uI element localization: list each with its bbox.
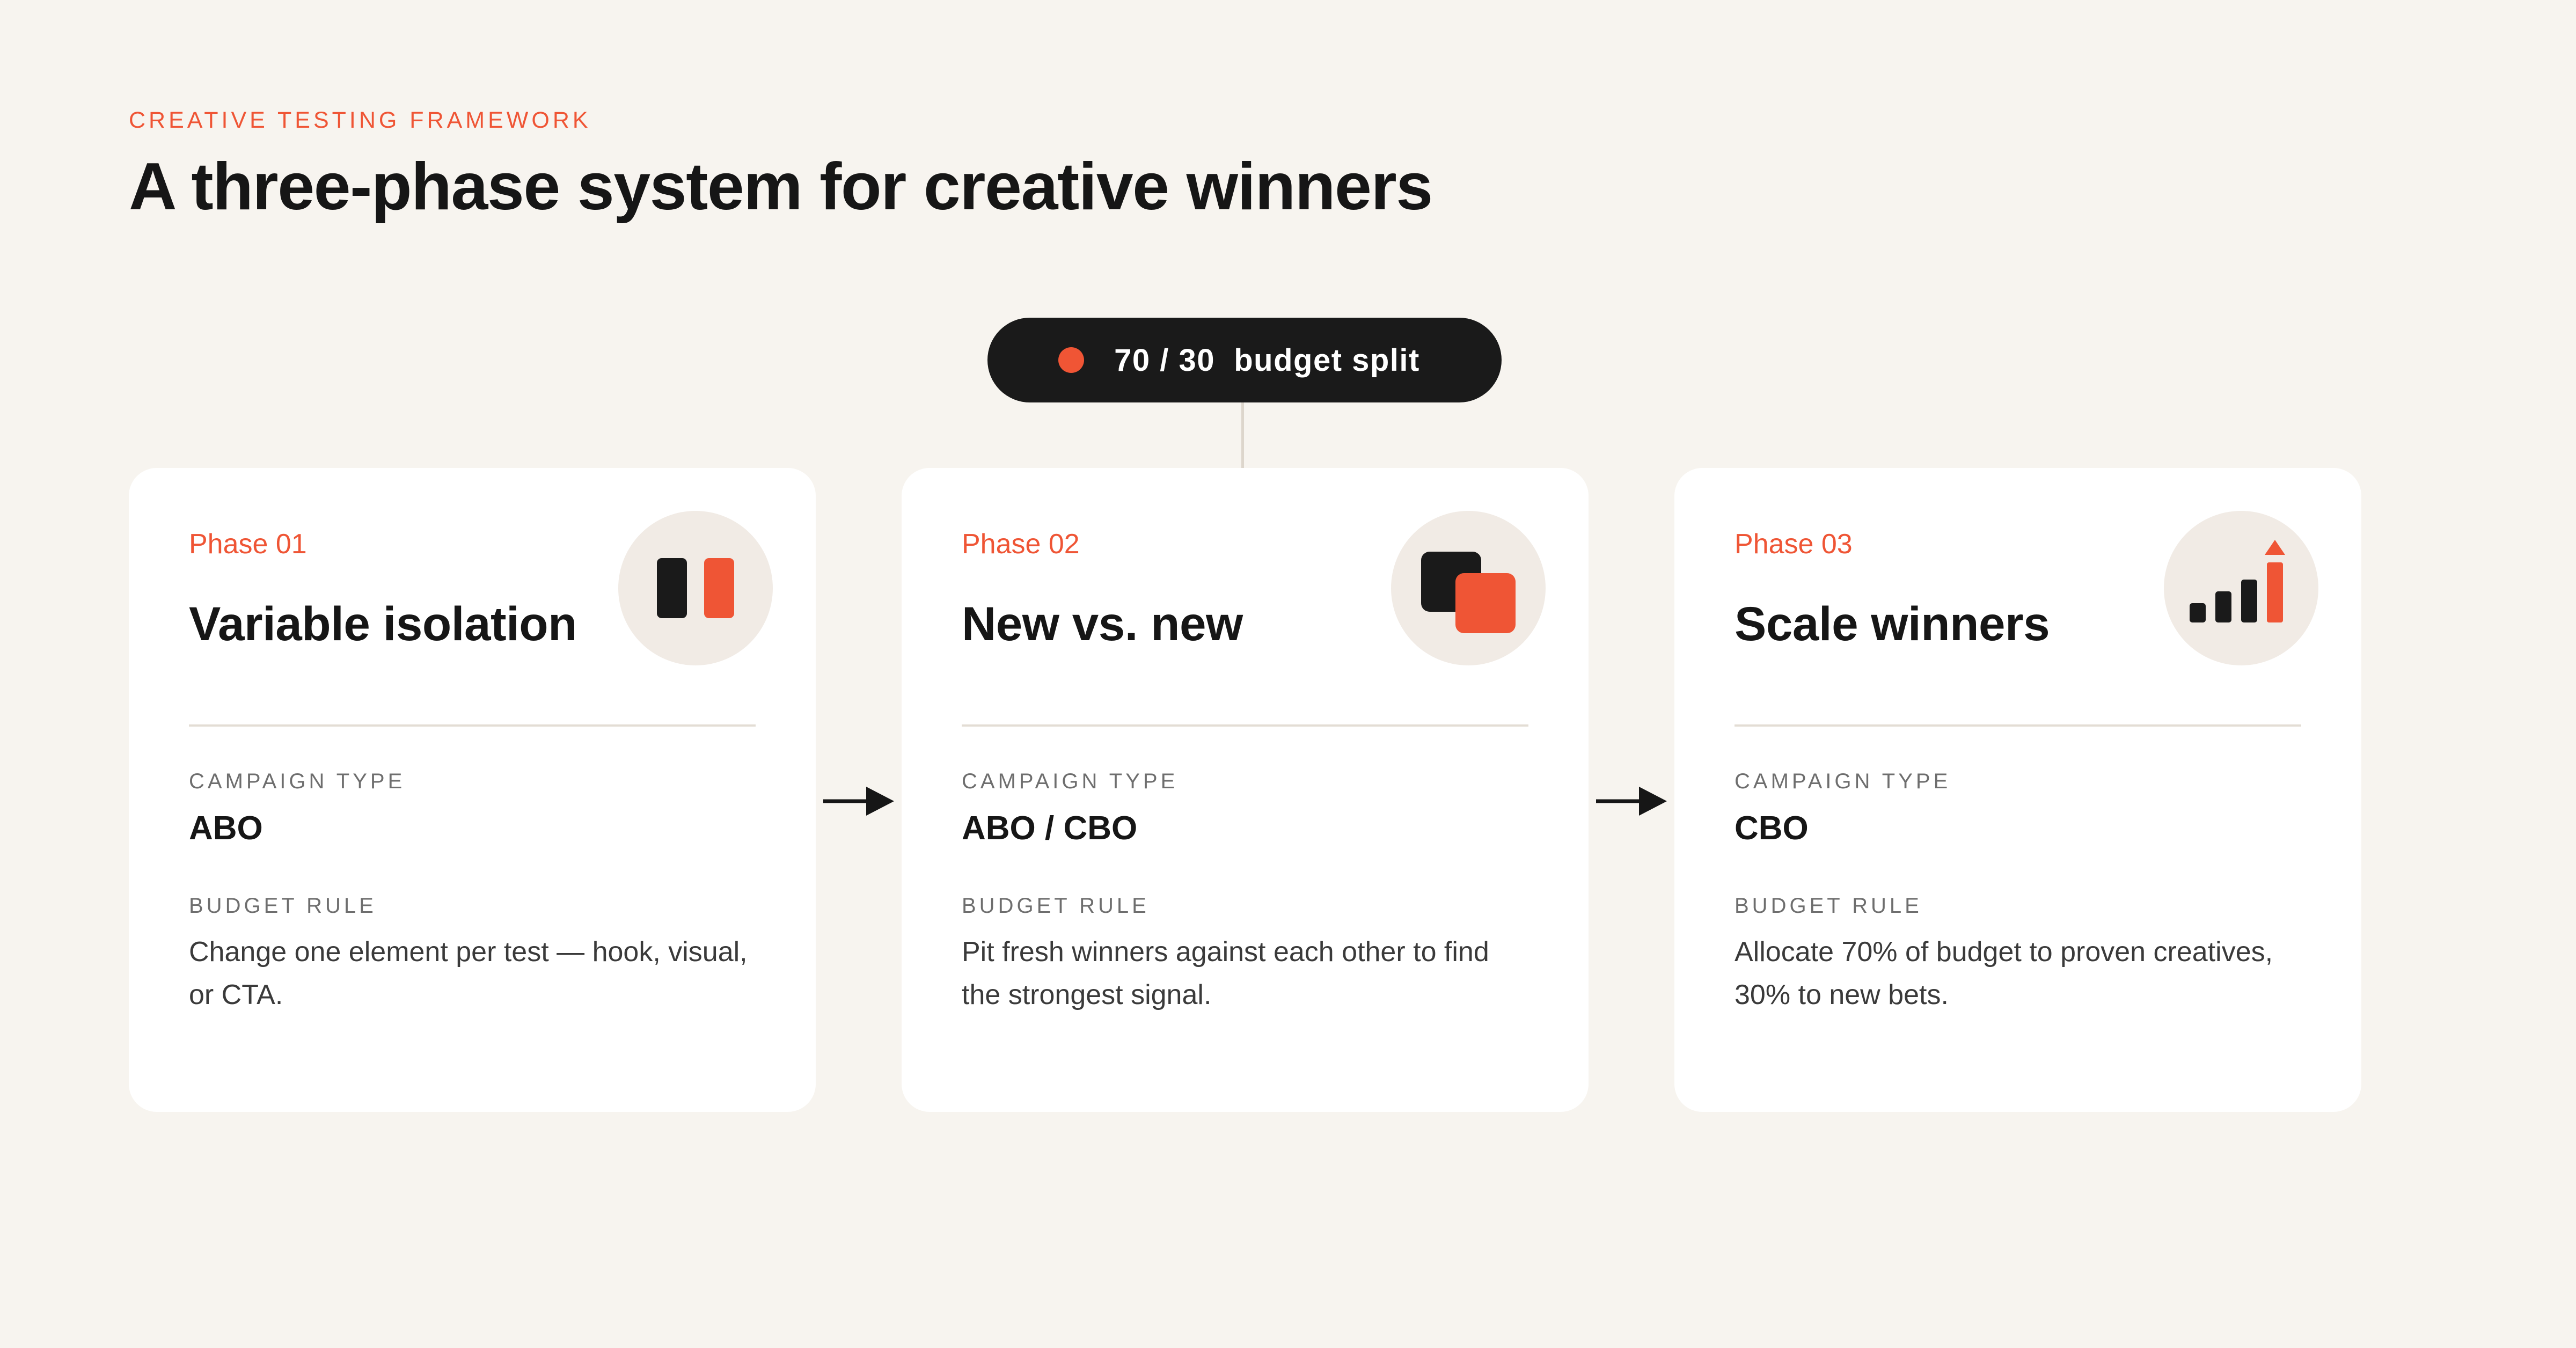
phase-title: Variable isolation <box>189 597 577 650</box>
phase-card-2: Phase 02 New vs. new CAMPAIGN TYPE ABO /… <box>902 468 1589 1112</box>
budget-split-label: 70 / 30 budget split <box>1114 342 1420 378</box>
phase-title: Scale winners <box>1735 597 2050 650</box>
campaign-type-label: CAMPAIGN TYPE <box>189 770 406 793</box>
split-bars-icon <box>618 511 773 665</box>
campaign-type-label: CAMPAIGN TYPE <box>962 770 1179 793</box>
eyebrow-label: CREATIVE TESTING FRAMEWORK <box>129 107 591 133</box>
campaign-type-value: ABO <box>189 810 263 847</box>
arrow-right-icon <box>823 787 894 816</box>
budget-rule-text: Pit fresh winners against each other to … <box>962 936 1489 1010</box>
page-title: A three-phase system for creative winner… <box>129 150 1433 224</box>
overlapping-squares-icon <box>1391 511 1546 665</box>
budget-rule-label: BUDGET RULE <box>189 894 377 918</box>
campaign-type-value: ABO / CBO <box>962 810 1138 847</box>
budget-split-badge: 70 / 30 budget split <box>987 318 1502 402</box>
arrow-right-icon <box>1596 787 1667 816</box>
campaign-type-value: CBO <box>1735 810 1809 847</box>
phase-card-1: Phase 01 Variable isolation CAMPAIGN TYP… <box>129 468 816 1112</box>
growth-bars-icon <box>2164 511 2318 665</box>
budget-rule-text: Allocate 70% of budget to proven creativ… <box>1735 936 2273 1010</box>
phase-card-3: Phase 03 Scale winners CAMPAIGN TYPE CBO… <box>1674 468 2361 1112</box>
phase-number: Phase 03 <box>1735 529 1853 560</box>
campaign-type-label: CAMPAIGN TYPE <box>1735 770 1951 793</box>
budget-rule-label: BUDGET RULE <box>1735 894 1922 918</box>
phase-number: Phase 02 <box>962 529 1080 560</box>
card-divider <box>1735 724 2301 727</box>
status-dot-icon <box>1058 347 1085 373</box>
budget-rule-label: BUDGET RULE <box>962 894 1150 918</box>
badge-connector-line <box>1241 402 1244 468</box>
phase-title: New vs. new <box>962 597 1243 650</box>
phase-number: Phase 01 <box>189 529 307 560</box>
budget-rule-text: Change one element per test — hook, visu… <box>189 936 748 1010</box>
card-divider <box>962 724 1528 727</box>
card-divider <box>189 724 756 727</box>
